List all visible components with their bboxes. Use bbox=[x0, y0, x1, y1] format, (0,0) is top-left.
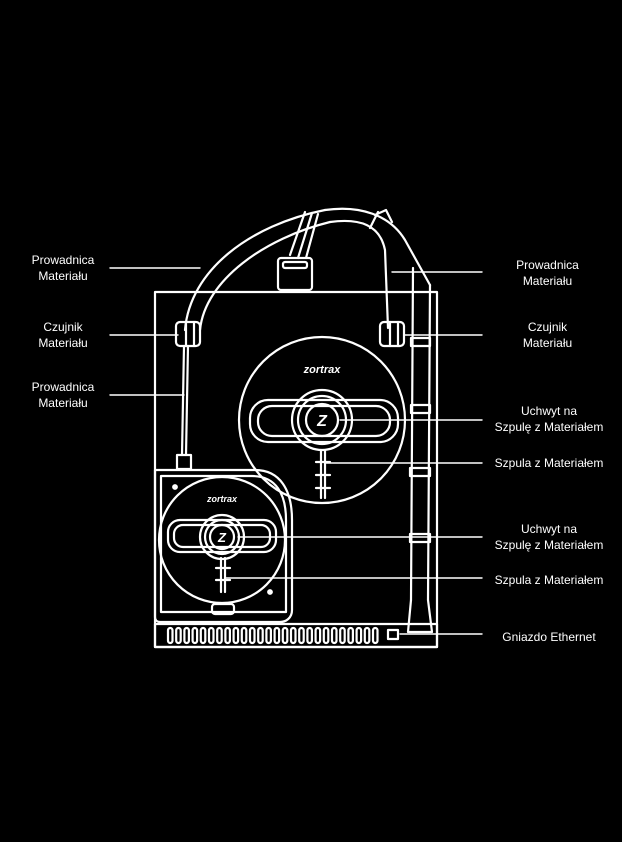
label-holder-lower: Uchwyt na Szpulę z Materiałem bbox=[488, 521, 610, 553]
vent-slot bbox=[265, 626, 272, 645]
label-line: Prowadnica bbox=[31, 380, 95, 394]
label-line: Materiału bbox=[522, 274, 573, 288]
sensor-right bbox=[378, 320, 406, 348]
vent-slot bbox=[289, 626, 297, 645]
top-filament-guides bbox=[183, 207, 432, 332]
right-filament-tube bbox=[406, 266, 434, 634]
vent-slot bbox=[273, 626, 281, 645]
vent-slot bbox=[257, 626, 264, 645]
vent-slot bbox=[191, 626, 199, 645]
label-line: Szpulę z Materiałem bbox=[494, 420, 604, 434]
vent-slot bbox=[314, 626, 322, 645]
vent-slot bbox=[199, 626, 207, 645]
label-line: Materiału bbox=[522, 336, 573, 350]
label-line: Szpula z Materiałem bbox=[494, 573, 604, 587]
vent-slot bbox=[207, 626, 215, 645]
vent-slot bbox=[355, 626, 363, 645]
label-spool-lower: Szpula z Materiałem bbox=[488, 572, 610, 588]
sensor-left bbox=[174, 320, 202, 348]
label-line: Materiału bbox=[38, 396, 88, 410]
label-line: Uchwyt na bbox=[520, 522, 578, 536]
vent-slot bbox=[248, 626, 256, 645]
label-line: Szpulę z Materiałem bbox=[494, 538, 604, 552]
left-filament-tube bbox=[175, 344, 193, 471]
vent-slot bbox=[306, 626, 313, 645]
leader-lines bbox=[109, 267, 483, 635]
vent-slot bbox=[363, 626, 371, 645]
label-spool-upper: Szpula z Materiałem bbox=[488, 455, 610, 471]
label-sensor-right: Czujnik Materiału bbox=[490, 319, 605, 351]
label-line: Uchwyt na bbox=[520, 404, 578, 418]
ethernet-port bbox=[386, 628, 400, 641]
label-line: Materiału bbox=[38, 336, 88, 350]
vent-slot bbox=[347, 626, 354, 645]
base-plate bbox=[153, 622, 439, 649]
label-line: Gniazdo Ethernet bbox=[502, 630, 596, 644]
label-ethernet: Gniazdo Ethernet bbox=[488, 629, 610, 645]
vent-slot bbox=[240, 626, 248, 645]
label-guide-top-right: Prowadnica Materiału bbox=[490, 257, 605, 289]
vent-slot bbox=[224, 626, 231, 645]
brand-logo-upper: zortrax bbox=[303, 364, 342, 376]
label-line: Czujnik bbox=[43, 320, 83, 334]
vent-slot bbox=[339, 626, 346, 645]
label-line: Prowadnica bbox=[31, 253, 95, 267]
vent-slot bbox=[281, 626, 289, 645]
vent-slot bbox=[322, 626, 330, 645]
vent-slot bbox=[175, 626, 182, 645]
vent-slot bbox=[183, 626, 190, 645]
label-line: Prowadnica bbox=[516, 258, 579, 272]
label-line: Materiału bbox=[38, 269, 88, 283]
vent-slot bbox=[216, 626, 223, 645]
label-line: Szpula z Materiałem bbox=[494, 456, 604, 470]
label-sensor-left: Czujnik Materiału bbox=[18, 319, 108, 351]
lower-spool-housing bbox=[153, 468, 294, 624]
vent-grille bbox=[166, 626, 379, 645]
vent-slot bbox=[371, 626, 379, 645]
vent-slot bbox=[298, 626, 305, 645]
upper-spool-mark bbox=[314, 448, 332, 500]
vent-slot bbox=[232, 626, 240, 645]
label-line: Czujnik bbox=[527, 320, 568, 334]
brand-logo-lower: zortrax bbox=[206, 494, 238, 504]
vent-slot bbox=[166, 626, 174, 645]
vent-slot bbox=[330, 626, 338, 645]
label-guide-mid-left: Prowadnica Materiału bbox=[18, 379, 108, 411]
label-holder-upper: Uchwyt na Szpulę z Materiałem bbox=[488, 403, 610, 435]
label-guide-top-left: Prowadnica Materiału bbox=[18, 252, 108, 284]
badge-letter-lower: Z bbox=[217, 530, 227, 545]
badge-letter-upper: Z bbox=[316, 413, 328, 430]
